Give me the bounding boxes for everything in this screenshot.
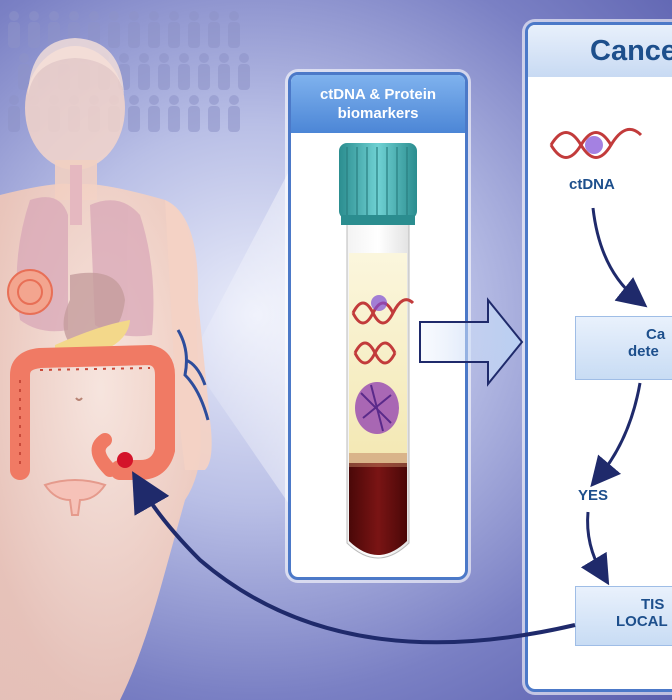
person-silhouette-icon [69, 11, 79, 21]
person-silhouette-icon [199, 53, 209, 63]
person-silhouette-icon [238, 64, 250, 90]
person-silhouette-icon [49, 11, 59, 21]
person-silhouette-icon [29, 11, 39, 21]
person-silhouette-icon [19, 53, 29, 63]
person-silhouette-icon [129, 95, 139, 105]
cancer-test-title: Cance [528, 25, 672, 77]
person-silhouette-icon [8, 22, 20, 48]
person-silhouette-icon [28, 22, 40, 48]
arm [165, 200, 212, 470]
person-silhouette-icon [228, 106, 240, 132]
protein-icon [355, 382, 399, 434]
person-silhouette-icon [109, 11, 119, 21]
lung-tumor-icon [7, 269, 53, 315]
person-silhouette-icon [129, 11, 139, 21]
person-silhouette-icon [149, 95, 159, 105]
person-silhouette-icon [209, 95, 219, 105]
ctdna-helix-icon [549, 127, 643, 159]
ctdna-label: ctDNA [569, 176, 615, 193]
person-silhouette-icon [188, 106, 200, 132]
person-silhouette-icon [18, 64, 30, 90]
person-silhouette-icon [189, 11, 199, 21]
person-silhouette-icon [48, 22, 60, 48]
dna-helix-icon [351, 295, 415, 365]
person-silhouette-icon [198, 64, 210, 90]
person-silhouette-icon [169, 11, 179, 21]
person-silhouette-icon [189, 95, 199, 105]
person-silhouette-icon [8, 106, 20, 132]
person-silhouette-icon [219, 53, 229, 63]
person-silhouette-icon [179, 53, 189, 63]
light-beam [190, 150, 300, 520]
person-silhouette-icon [138, 64, 150, 90]
person-silhouette-icon [9, 95, 19, 105]
person-silhouette-icon [119, 53, 129, 63]
yes-label: YES [578, 487, 609, 504]
person-silhouette-icon [178, 64, 190, 90]
tumor-icon [117, 452, 133, 468]
person-silhouette-icon [188, 22, 200, 48]
person-silhouette-icon [148, 106, 160, 132]
person-silhouette-icon [229, 11, 239, 21]
person-silhouette-icon [208, 22, 220, 48]
person-silhouette-icon [158, 64, 170, 90]
person-silhouette-icon [148, 22, 160, 48]
person-silhouette-icon [139, 53, 149, 63]
uterus-icon [43, 479, 107, 516]
cancer-detection-box: Ca dete [575, 316, 672, 380]
person-silhouette-icon [108, 22, 120, 48]
person-silhouette-icon [168, 22, 180, 48]
person-silhouette-icon [159, 53, 169, 63]
person-silhouette-icon [128, 22, 140, 48]
head [25, 46, 125, 170]
vein-icon [176, 329, 210, 421]
person-silhouette-icon [228, 22, 240, 48]
test-tube-icon [339, 143, 417, 559]
biomarker-panel-title: ctDNA & Protein biomarkers [291, 75, 465, 133]
person-silhouette-icon [239, 53, 249, 63]
person-silhouette-icon [229, 95, 239, 105]
colon-icon [10, 344, 175, 480]
person-silhouette-icon [209, 11, 219, 21]
person-silhouette-icon [208, 106, 220, 132]
person-silhouette-icon [218, 64, 230, 90]
person-silhouette-icon [169, 95, 179, 105]
person-silhouette-icon [128, 106, 140, 132]
person-silhouette-icon [149, 11, 159, 21]
person-silhouette-icon [9, 11, 19, 21]
tissue-localization-box: TIS LOCAL [575, 586, 672, 646]
biomarker-panel: ctDNA & Protein biomarkers [288, 72, 468, 580]
person-silhouette-icon [168, 106, 180, 132]
person-silhouette-icon [89, 11, 99, 21]
